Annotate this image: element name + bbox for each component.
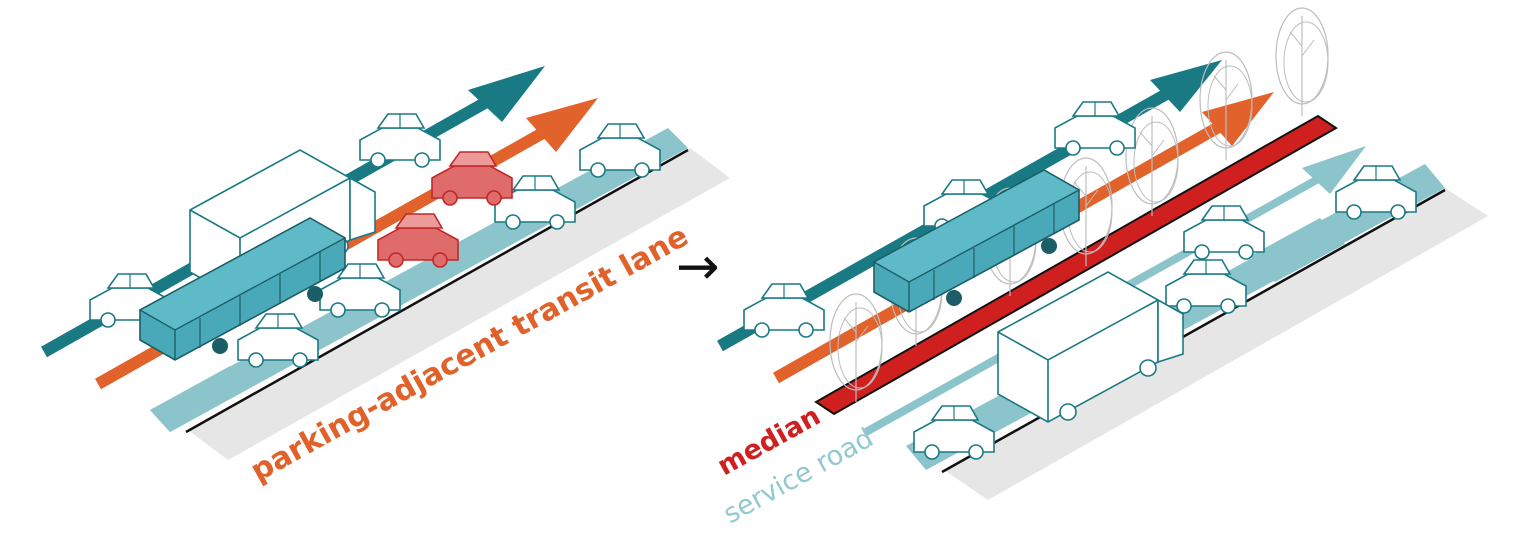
left-car-right-far: [579, 123, 661, 178]
left-curb-line: [185, 148, 689, 434]
right-sidewalk: [944, 188, 1488, 500]
right-car-service-far: [1335, 165, 1417, 220]
right-car-top: [1054, 101, 1136, 156]
before-scene: parking-adjacent transit lane: [41, 66, 730, 489]
after-scene: median service road: [712, 7, 1488, 530]
left-sidewalk: [188, 148, 730, 460]
transition-arrow-icon: →: [676, 237, 720, 297]
right-curb-line: [941, 188, 1446, 474]
left-car-top: [359, 113, 441, 168]
left-car-bottom: [237, 313, 319, 368]
right-parking-space: [1250, 218, 1345, 282]
median-bar: [814, 114, 1338, 416]
left-parking-space: [150, 366, 250, 432]
tree-icon: [1275, 7, 1329, 117]
